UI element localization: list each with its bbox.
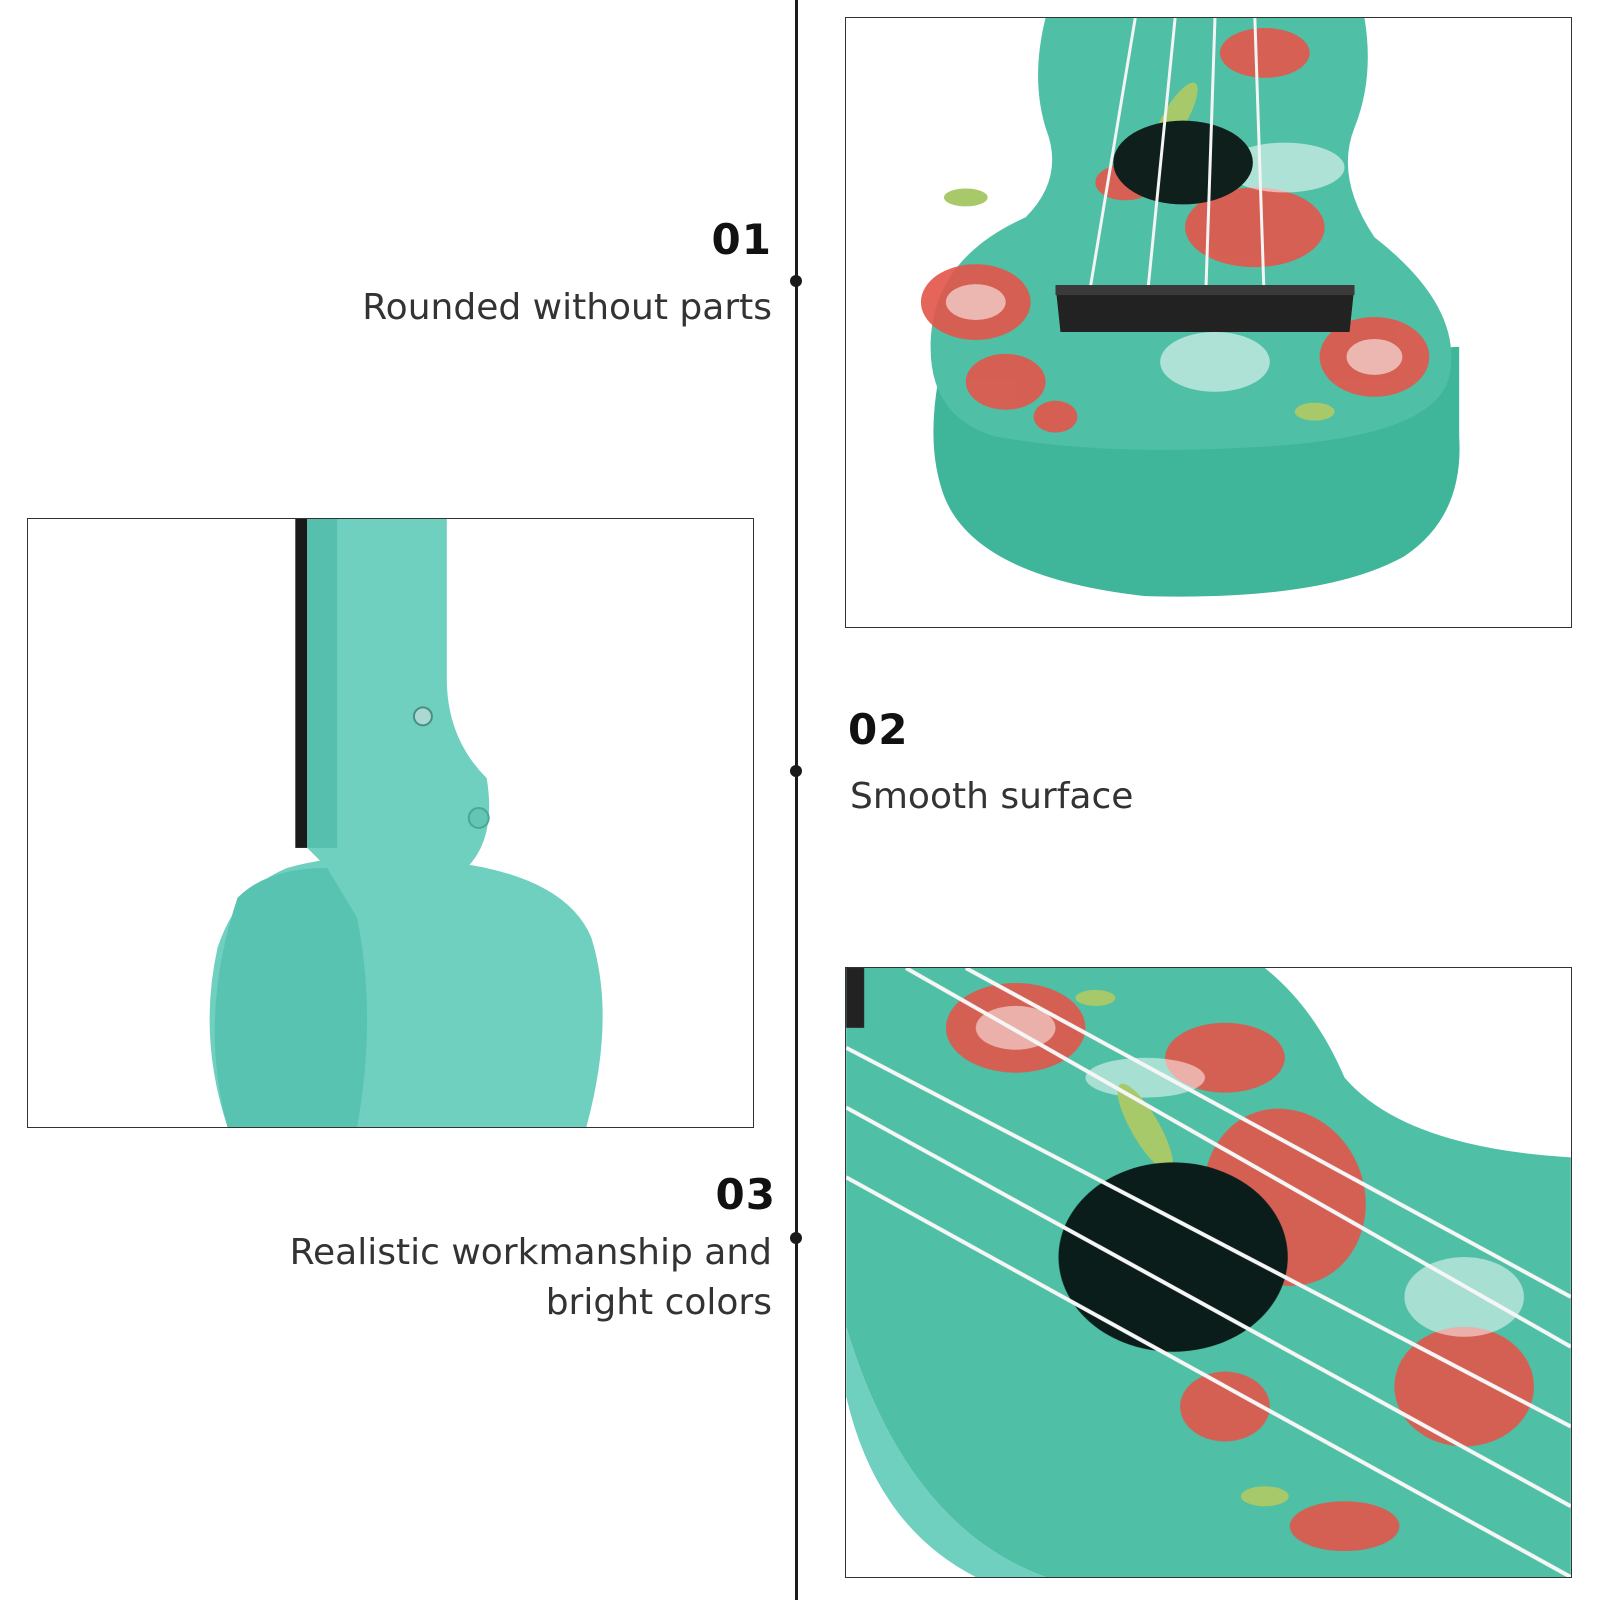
timeline-dot-01 [790,275,802,287]
ukulele-neck-illustration [28,519,753,1127]
timeline-dot-02 [790,765,802,777]
feature-text-02: Smooth surface [850,776,1134,817]
ukulele-neck-side-photo [27,518,754,1128]
feature-text-01: Rounded without parts [362,287,772,328]
feature-text-03-line1: Realistic workmanship and [289,1232,772,1273]
feature-number-03: 03 [715,1170,776,1219]
feature-number-02: 02 [848,705,909,754]
feature-text-03: Realistic workmanship and bright colors [250,1228,772,1328]
timeline-line [795,0,798,1600]
timeline-dot-03 [790,1232,802,1244]
ukulele-body-illustration [846,18,1571,627]
feature-text-03-line2: bright colors [545,1282,772,1323]
ukulele-soundhole-illustration [846,968,1571,1577]
ukulele-soundhole-photo [845,967,1572,1578]
feature-number-01: 01 [711,215,772,264]
ukulele-body-bridge-photo [845,17,1572,628]
